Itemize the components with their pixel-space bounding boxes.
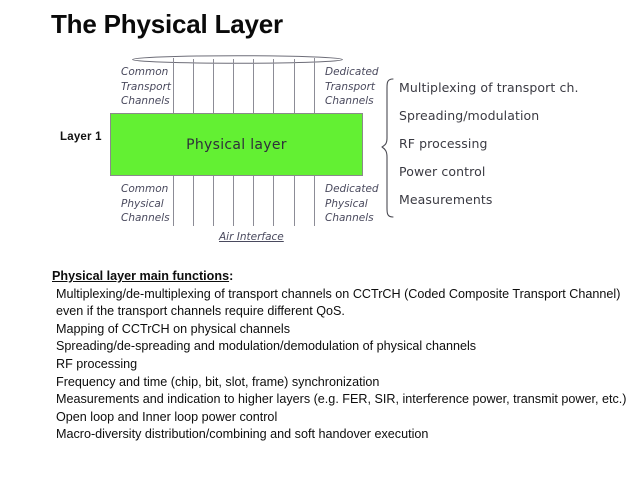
physical-channel-lines: [173, 176, 315, 226]
function-text-line: Spreading/de-spreading and modulation/de…: [56, 339, 477, 354]
top-ellipse: [132, 55, 343, 64]
function-text-line: Open loop and Inner loop power control: [56, 409, 278, 424]
label-line: Common: [121, 183, 169, 195]
function-text-line: RF processing: [56, 356, 138, 371]
label-line: Channels: [325, 212, 374, 224]
dedicated-physical-channels-label: Dedicated Physical Channels: [325, 182, 379, 226]
main-functions-text-block: Physical layer main functions: Multiplex…: [52, 268, 630, 444]
physical-layer-block-label: Physical layer: [186, 136, 287, 153]
label-line: Channels: [325, 95, 374, 107]
label-line: Dedicated: [325, 66, 379, 78]
physical-layer-diagram: Physical layer Layer 1 Common Transport …: [60, 55, 631, 243]
function-item: RF processing: [399, 136, 488, 151]
label-line: Physical: [325, 197, 368, 210]
layer-1-label: Layer 1: [60, 131, 102, 143]
function-text-line: Frequency and time (chip, bit, slot, fra…: [56, 374, 380, 389]
physical-layer-block: Physical layer: [110, 113, 363, 176]
label-line: Channels: [121, 95, 170, 107]
function-item: Measurements: [399, 192, 493, 207]
function-text-line: Measurements and indication to higher la…: [56, 392, 627, 407]
function-text-line: Multiplexing/de-multiplexing of transpor…: [56, 286, 621, 319]
function-text-line: Macro-diversity distribution/combining a…: [56, 427, 429, 442]
air-interface-label: Air Interface: [219, 231, 284, 243]
label-line: Physical: [121, 197, 164, 210]
diagram-vector-layer: [132, 55, 394, 226]
function-item: Multiplexing of transport ch.: [399, 80, 579, 95]
common-physical-channels-label: Common Physical Channels: [121, 182, 170, 226]
label-line: Transport: [325, 80, 375, 93]
main-functions-heading-colon: :: [229, 269, 234, 283]
common-transport-channels-label: Common Transport Channels: [121, 65, 171, 109]
label-line: Transport: [121, 80, 171, 93]
function-brace: [381, 78, 394, 218]
function-item: Power control: [399, 164, 486, 179]
function-item: Spreading/modulation: [399, 108, 540, 123]
label-line: Dedicated: [325, 183, 379, 195]
main-functions-heading-text: Physical layer main functions: [52, 269, 230, 283]
transport-channel-lines: [173, 58, 315, 113]
page-title: The Physical Layer: [51, 9, 283, 39]
function-text-line: Mapping of CCTrCH on physical channels: [56, 321, 291, 336]
physical-layer-functions-bracket-list: Multiplexing of transport ch. Spreading/…: [399, 80, 631, 220]
label-line: Channels: [121, 212, 170, 224]
label-line: Common: [121, 66, 169, 78]
dedicated-transport-channels-label: Dedicated Transport Channels: [325, 65, 379, 109]
main-functions-heading: Physical layer main functions:: [52, 268, 630, 286]
